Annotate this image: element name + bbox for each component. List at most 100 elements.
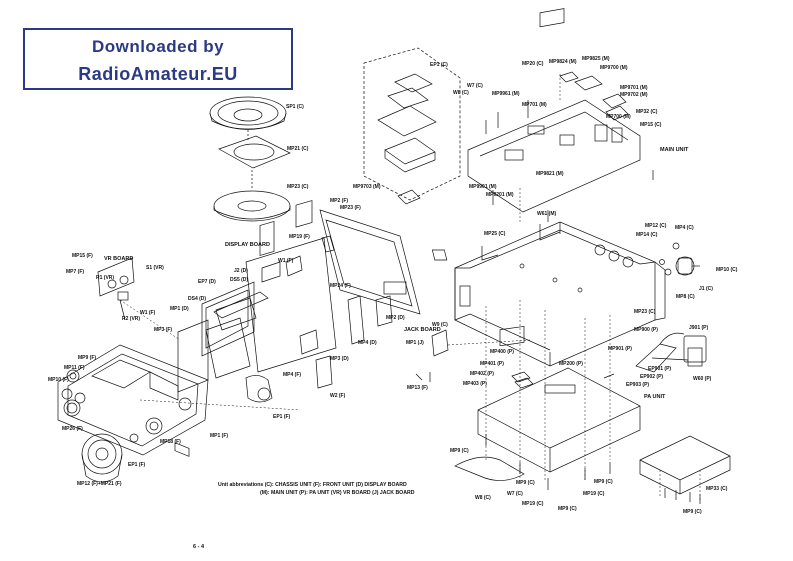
label-mp3f: MP3 (F) bbox=[154, 327, 172, 333]
vr-board bbox=[97, 257, 135, 321]
label-mp901: MP901 (P) bbox=[608, 346, 632, 352]
label-ep1c: EP1 (C) bbox=[430, 62, 448, 68]
label-mp401: MP401 (P) bbox=[480, 361, 504, 367]
label-mp9f: MP9 (F) bbox=[78, 355, 96, 361]
leader-lines bbox=[119, 74, 701, 500]
label-w1f: W1 (F) bbox=[278, 258, 294, 264]
label-w1f-b: W1 (F) bbox=[140, 310, 156, 316]
label-main-unit: MAIN UNIT bbox=[660, 147, 689, 153]
label-mp3d: MP3 (D) bbox=[330, 356, 349, 362]
download-banner[interactable]: Downloaded by RadioAmateur.EU bbox=[23, 28, 293, 90]
j1-connector bbox=[659, 242, 700, 276]
label-mp700: MP700 (M) bbox=[606, 114, 631, 120]
label-mp9821: MP9821 (M) bbox=[536, 171, 564, 177]
label-mp9702: MP9702 (M) bbox=[620, 92, 648, 98]
label-mp20: MP20 (C) bbox=[522, 61, 544, 67]
label-ep7d: EP7 (D) bbox=[198, 279, 216, 285]
banner-line-2: RadioAmateur.EU bbox=[78, 64, 238, 84]
label-r1vr: R1 (VR) bbox=[96, 275, 114, 281]
label-mp19c-b: MP19 (C) bbox=[583, 491, 605, 497]
label-mp9c-l: MP9 (C) bbox=[450, 448, 469, 454]
label-vr-board: VR BOARD bbox=[104, 256, 133, 262]
label-mp900: MP900 (P) bbox=[634, 327, 658, 333]
label-mp15f: MP15 (F) bbox=[72, 253, 93, 259]
page-number: 6 - 4 bbox=[193, 544, 205, 550]
label-w61: W61 (M) bbox=[537, 211, 557, 217]
label-mp23c-mid: MP23 (C) bbox=[634, 309, 656, 315]
label-ds5d: DS5 (D) bbox=[230, 277, 248, 283]
label-sp1: SP1 (C) bbox=[286, 104, 304, 110]
label-mp400: MP400 (P) bbox=[490, 349, 514, 355]
front-panel bbox=[57, 344, 209, 457]
part-labels: EP1 (C) SP1 (C) MP21 (C) MP23 (C) MP9703… bbox=[48, 56, 738, 515]
ep1-parts-group bbox=[363, 47, 461, 205]
label-ep902: EP902 (P) bbox=[640, 374, 663, 380]
label-mp9c-r: MP9 (C) bbox=[594, 479, 613, 485]
j901-cable-assembly bbox=[635, 332, 707, 373]
misc-parts bbox=[205, 255, 449, 403]
label-mp9901: MP9901 (M) bbox=[469, 184, 497, 190]
label-mp12f: MP12 (F)+MP21 (F) bbox=[77, 481, 122, 487]
label-mp23c-top: MP23 (C) bbox=[287, 184, 309, 190]
label-mp9825: MP9825 (M) bbox=[582, 56, 610, 62]
label-mp19f: MP19 (F) bbox=[289, 234, 310, 240]
label-mp9700: MP9700 (M) bbox=[600, 65, 628, 71]
label-mp33c: MP33 (C) bbox=[706, 486, 728, 492]
label-mp11f: MP11 (F) bbox=[64, 365, 85, 371]
label-ep903: EP903 (P) bbox=[626, 382, 649, 388]
label-w8c-b: W8 (C) bbox=[475, 495, 491, 501]
label-mp2f: MP2 (F) bbox=[330, 198, 348, 204]
footnote-line-2: (M): MAIN UNIT (P): PA UNIT (VR) VR BOAR… bbox=[260, 490, 415, 496]
label-mp10c: MP10 (C) bbox=[716, 267, 738, 273]
label-mp1d: MP1 (D) bbox=[170, 306, 189, 312]
label-mp4d: MP4 (D) bbox=[358, 340, 377, 346]
label-mp32: MP32 (C) bbox=[636, 109, 658, 115]
label-mp9824: MP9824 (M) bbox=[549, 59, 577, 65]
label-mp19c: MP19 (C) bbox=[522, 501, 544, 507]
display-board bbox=[245, 200, 337, 373]
label-mp9c-br: MP9 (C) bbox=[683, 509, 702, 515]
label-jack-board: JACK BOARD bbox=[404, 327, 441, 333]
label-ds4d: DS4 (D) bbox=[188, 296, 206, 302]
label-mp4c: MP4 (C) bbox=[675, 225, 694, 231]
label-mp18f: MP18 (F) bbox=[160, 439, 181, 445]
label-mp14c: MP14 (C) bbox=[636, 232, 658, 238]
footnote: Unit abbreviations (C): CHASSIS UNIT (F)… bbox=[218, 482, 415, 496]
label-j2d: J2 (D) bbox=[234, 268, 248, 274]
label-r2vr: R2 (VR) bbox=[122, 316, 140, 322]
label-mp26f: MP26 (F) bbox=[62, 426, 83, 432]
label-w2f: W2 (F) bbox=[330, 393, 346, 399]
speaker-assembly bbox=[209, 96, 291, 222]
label-ep1f: EP1 (F) bbox=[128, 462, 146, 468]
label-mp10f: MP10 (F) bbox=[48, 377, 69, 383]
label-mp12c: MP12 (C) bbox=[645, 223, 667, 229]
label-mp403: MP403 (P) bbox=[463, 381, 487, 387]
label-mp9701: MP9701 (M) bbox=[620, 85, 648, 91]
label-mp23f: MP23 (F) bbox=[340, 205, 361, 211]
banner-line-1: Downloaded by bbox=[91, 37, 225, 56]
label-j901: J901 (P) bbox=[689, 325, 709, 331]
label-mp8c: MP8 (C) bbox=[676, 294, 695, 300]
label-mp24f: MP24 (F) bbox=[330, 283, 351, 289]
label-w60: W60 (P) bbox=[693, 376, 712, 382]
main-unit-board bbox=[467, 8, 654, 222]
label-ep1f-r: EP1 (F) bbox=[273, 414, 291, 420]
label-mp1j: MP1 (J) bbox=[406, 340, 424, 346]
knobs bbox=[61, 369, 163, 483]
label-mp9961: MP9961 (M) bbox=[492, 91, 520, 97]
label-mp402: MP402 (P) bbox=[470, 371, 494, 377]
label-ep901: EP901 (P) bbox=[648, 366, 671, 372]
label-s1vr: S1 (VR) bbox=[146, 265, 164, 271]
footnote-line-1: Unit abbreviations (C): CHASSIS UNIT (F)… bbox=[218, 482, 407, 488]
label-w8c-top: W8 (C) bbox=[453, 90, 469, 96]
label-mp9c-b: MP9 (C) bbox=[558, 506, 577, 512]
label-display-board: DISPLAY BOARD bbox=[225, 242, 270, 248]
label-w7c-b: W7 (C) bbox=[507, 491, 523, 497]
front-panel-frame bbox=[177, 281, 269, 393]
label-mp25c: MP25 (C) bbox=[484, 231, 506, 237]
rear-panel bbox=[319, 209, 448, 315]
label-mp2d: MP2 (D) bbox=[386, 315, 405, 321]
label-mp21c: MP21 (C) bbox=[287, 146, 309, 152]
